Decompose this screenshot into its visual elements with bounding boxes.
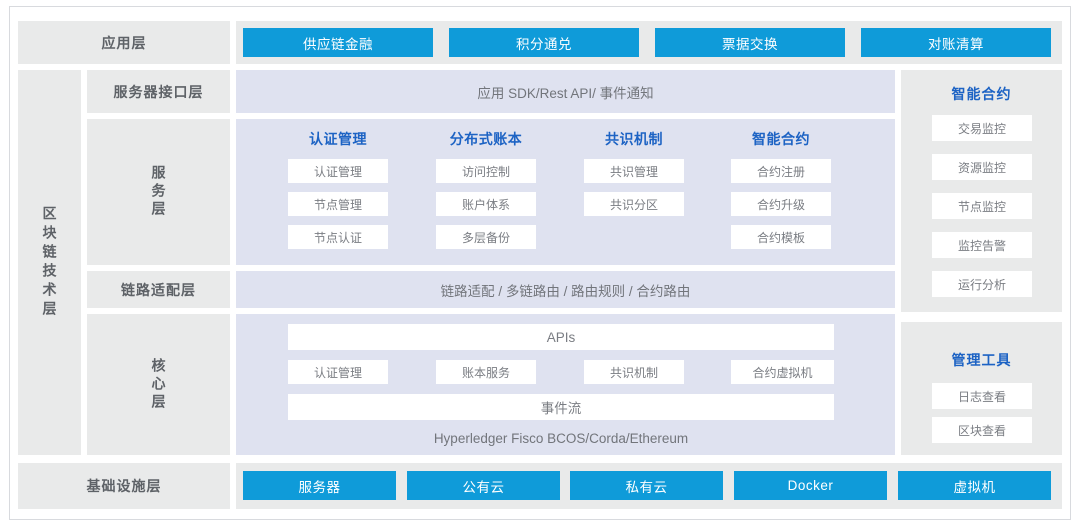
infra-button-docker[interactable]: Docker [734,471,887,500]
service-item-consensus-1[interactable]: 共识分区 [584,192,684,216]
link-adaptation-layer-label: 链路适配层 [87,271,230,308]
service-item-auth-2[interactable]: 节点认证 [288,225,388,249]
blockchain-tech-layer-vertical-label: 区块链技术层 [18,70,81,455]
service-item-auth-1[interactable]: 节点管理 [288,192,388,216]
core-module-ledger-service[interactable]: 账本服务 [436,360,536,384]
infra-button-virtual-machine[interactable]: 虚拟机 [898,471,1051,500]
side-panel-item-node-monitor[interactable]: 节点监控 [932,193,1032,219]
core-platforms-text: Hyperledger Fisco BCOS/Corda/Ethereum [433,430,689,446]
service-column-title-consensus: 共识机制 [605,131,663,147]
core-layer-label: 核心层 [87,314,230,455]
side-panel-item-runtime-analysis[interactable]: 运行分析 [932,271,1032,297]
app-button-bill-exchange[interactable]: 票据交换 [655,28,845,57]
infra-button-private-cloud[interactable]: 私有云 [570,471,723,500]
application-layer-label: 应用层 [18,21,230,64]
server-interface-layer-content: 应用 SDK/Rest API/ 事件通知 [236,70,895,113]
core-module-auth[interactable]: 认证管理 [288,360,388,384]
service-item-contract-0[interactable]: 合约注册 [731,159,831,183]
side-panel-item-transaction-monitor[interactable]: 交易监控 [932,115,1032,141]
side-panel-item-resource-monitor[interactable]: 资源监控 [932,154,1032,180]
service-item-contract-2[interactable]: 合约模板 [731,225,831,249]
service-item-consensus-0[interactable]: 共识管理 [584,159,684,183]
app-button-supply-chain-finance[interactable]: 供应链金融 [243,28,433,57]
service-item-contract-1[interactable]: 合约升级 [731,192,831,216]
infra-button-public-cloud[interactable]: 公有云 [407,471,560,500]
app-button-reconciliation-settlement[interactable]: 对账清算 [861,28,1051,57]
side-panel-item-block-viewer[interactable]: 区块查看 [932,417,1032,443]
side-panel-smart-contract-title: 智能合约 [951,86,1012,102]
core-module-consensus[interactable]: 共识机制 [584,360,684,384]
service-item-auth-0[interactable]: 认证管理 [288,159,388,183]
server-interface-layer-label: 服务器接口层 [87,70,230,113]
side-panel-item-monitor-alarm[interactable]: 监控告警 [932,232,1032,258]
service-column-title-auth: 认证管理 [309,131,367,147]
side-panel-item-log-viewer[interactable]: 日志查看 [932,383,1032,409]
service-layer-label-text: 服务层 [150,165,167,219]
core-apis-bar[interactable]: APIs [288,324,834,350]
infrastructure-layer-label: 基础设施层 [18,463,230,509]
service-column-title-ledger: 分布式账本 [449,131,523,147]
service-item-ledger-0[interactable]: 访问控制 [436,159,536,183]
app-button-points-exchange[interactable]: 积分通兑 [449,28,639,57]
core-event-stream-bar[interactable]: 事件流 [288,394,834,420]
service-item-ledger-1[interactable]: 账户体系 [436,192,536,216]
link-adaptation-layer-content: 链路适配 / 多链路由 / 路由规则 / 合约路由 [236,271,895,308]
core-module-contract-vm[interactable]: 合约虚拟机 [731,360,834,384]
blockchain-tech-layer-vertical-text: 区块链技术层 [41,205,58,320]
core-layer-label-text: 核心层 [150,357,167,412]
side-panel-management-tools-title: 管理工具 [951,352,1012,368]
service-column-title-contract: 智能合约 [752,131,810,147]
infra-button-server[interactable]: 服务器 [243,471,396,500]
service-item-ledger-2[interactable]: 多层备份 [436,225,536,249]
service-layer-label: 服务层 [87,119,230,265]
